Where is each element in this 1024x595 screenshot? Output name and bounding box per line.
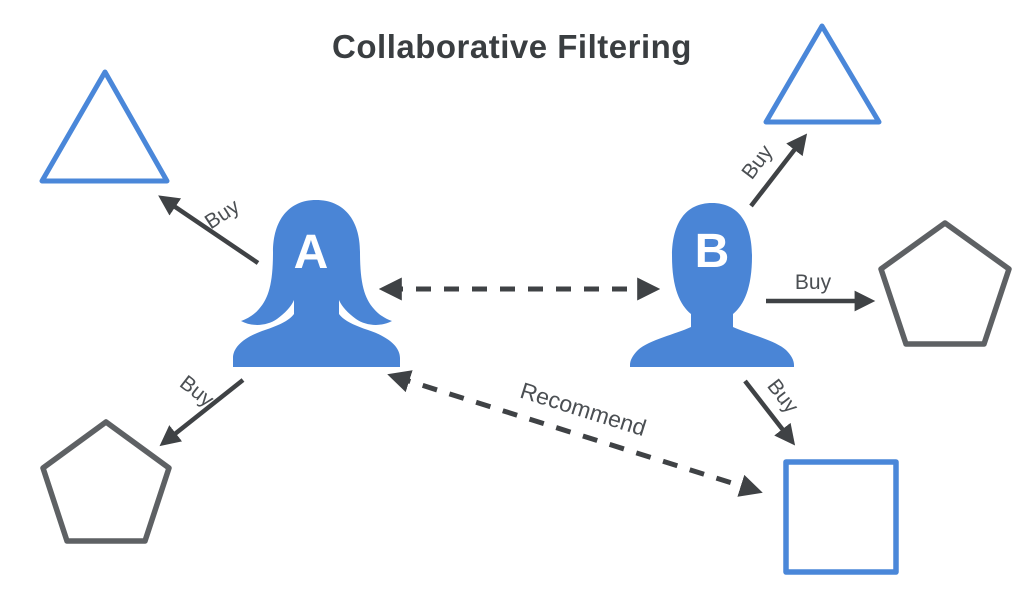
pentagon-right-shape [878,220,1012,347]
user-b-figure: B [630,203,794,367]
edge-recommend [387,370,763,497]
user-a-silhouette [233,200,400,367]
triangle-top-right-shape [763,23,882,125]
user-a-figure: A [233,200,400,367]
edge-b-buy-pentagon-label: Buy [795,271,832,294]
edge-recommend-label: Recommend [517,377,649,441]
page-title: Collaborative Filtering [332,28,692,65]
user-b-label: B [695,225,730,278]
user-b-silhouette [630,203,794,367]
edge-a-buy-pentagon [159,378,245,447]
user-a-label: A [294,226,329,279]
edge-a-buy-triangle [158,195,260,265]
square-bottom-right-shape [783,459,899,575]
triangle-top-left-shape [39,69,170,184]
pentagon-bottom-left-shape [40,419,172,544]
edge-b-buy-triangle [749,133,808,208]
